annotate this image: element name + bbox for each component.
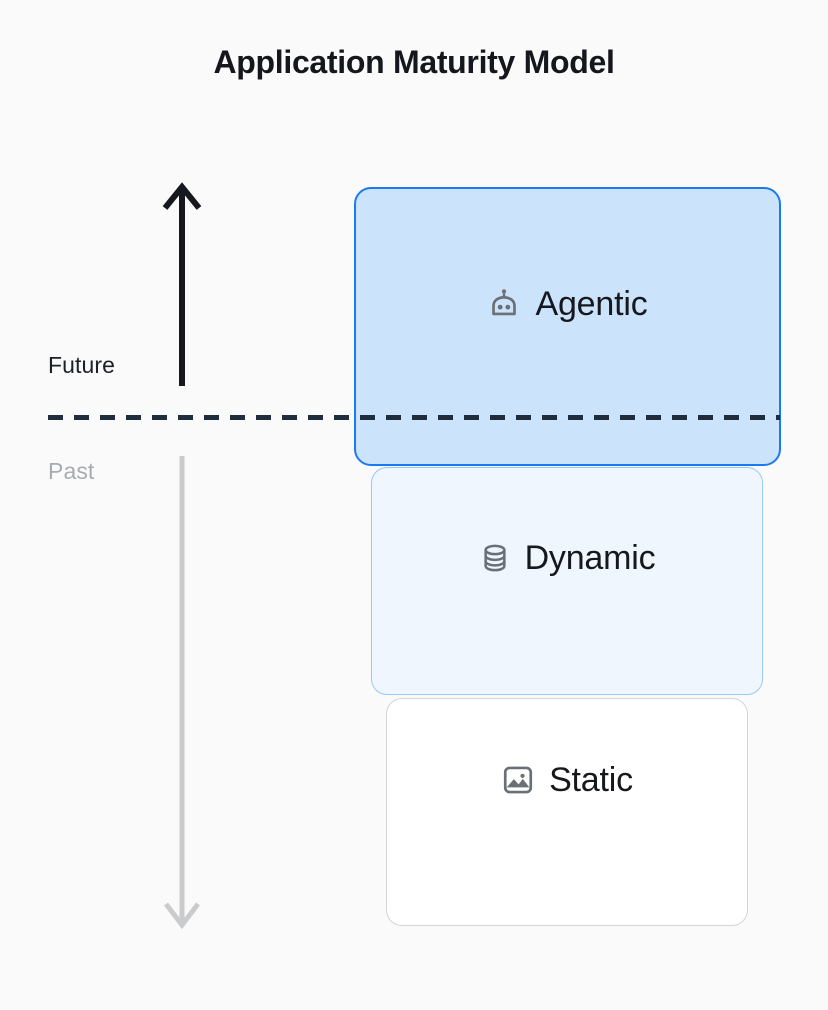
- axis-label-future: Future: [48, 352, 116, 378]
- database-icon: [479, 542, 511, 574]
- agentic-card-label: Agentic: [535, 284, 648, 323]
- arrow-down-icon: [160, 452, 204, 934]
- image-icon: [501, 763, 535, 797]
- static-card-content: Static: [501, 763, 633, 797]
- static-card-label: Static: [549, 761, 633, 799]
- robot-icon: [487, 287, 521, 321]
- agentic-card-content: Agentic: [487, 284, 648, 323]
- dashed-divider: [48, 415, 780, 420]
- dynamic-card-label: Dynamic: [524, 539, 656, 577]
- page-title: Application Maturity Model: [213, 44, 615, 80]
- axis-label-past: Past: [48, 458, 95, 484]
- maturity-level-agentic[interactable]: Agentic: [354, 187, 781, 466]
- dynamic-card-content: Dynamic: [479, 541, 656, 575]
- maturity-level-static[interactable]: Static: [386, 698, 748, 926]
- arrow-up-icon: [160, 180, 204, 388]
- maturity-level-dynamic[interactable]: Dynamic: [371, 467, 763, 695]
